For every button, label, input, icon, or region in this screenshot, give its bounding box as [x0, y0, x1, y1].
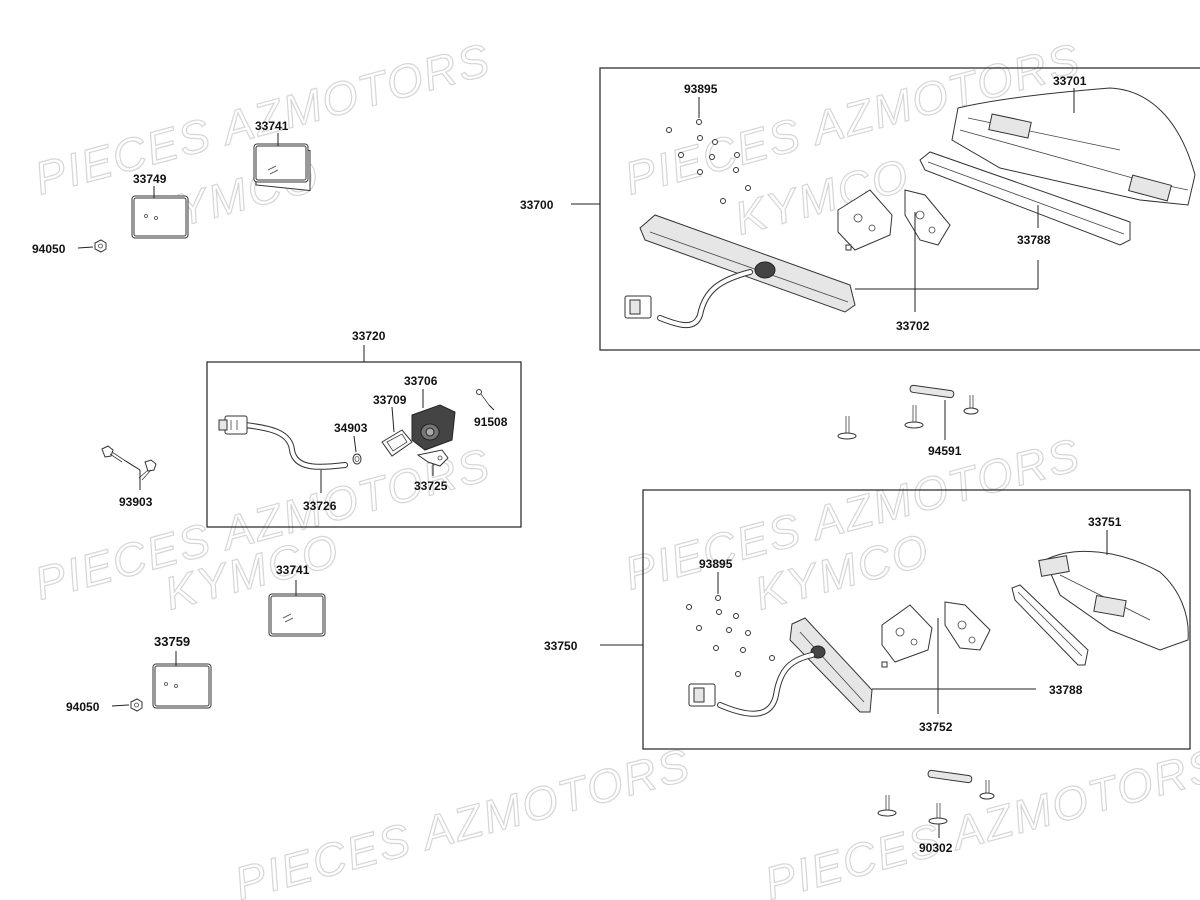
part-33749[interactable]: [131, 186, 189, 239]
label-91508: 91508: [474, 415, 508, 429]
part-34903[interactable]: [352, 435, 362, 465]
part-33741-top[interactable]: [253, 133, 311, 192]
assembly-box-33700: [599, 67, 1200, 351]
part-33750-base-bracket[interactable]: [688, 617, 873, 717]
label-33701: 33701: [1053, 74, 1087, 88]
label-33706: 33706: [404, 374, 438, 388]
label-33700: 33700: [520, 198, 554, 212]
part-33702-circuit-boards[interactable]: [837, 189, 951, 251]
part-33788-gasket-bottom[interactable]: [1011, 584, 1089, 666]
part-33725-bracket[interactable]: [416, 449, 449, 476]
label-33725: 33725: [414, 479, 448, 493]
label-34903: 34903: [334, 421, 368, 435]
label-33749: 33749: [133, 172, 167, 186]
assembly-box-33750: [642, 489, 1191, 750]
label-33751: 33751: [1088, 515, 1122, 529]
label-93895-bottom: 93895: [699, 557, 733, 571]
label-33726: 33726: [303, 499, 337, 513]
label-33709: 33709: [373, 393, 407, 407]
label-33788-bottom: 33788: [1049, 683, 1083, 697]
leader-33752: [872, 618, 1036, 714]
label-33750: 33750: [544, 639, 578, 653]
label-90302: 90302: [919, 841, 953, 855]
label-33759: 33759: [154, 634, 190, 649]
part-33700-base-bracket[interactable]: [624, 214, 856, 329]
label-33702: 33702: [896, 319, 930, 333]
label-33741-bottom: 33741: [276, 563, 310, 577]
label-93903: 93903: [119, 495, 153, 509]
label-94050-top: 94050: [32, 242, 66, 256]
part-33751-tail-lamp-lens[interactable]: [1038, 530, 1189, 651]
assembly-box-33720: [206, 361, 522, 528]
part-93903-screws[interactable]: [101, 445, 157, 490]
part-93895-screws-top[interactable]: [666, 119, 751, 204]
part-90302-hardware[interactable]: [877, 769, 995, 838]
label-33741-top: 33741: [255, 119, 289, 133]
label-33788-top: 33788: [1017, 233, 1051, 247]
part-33788-gasket-top[interactable]: [919, 151, 1131, 246]
part-33709[interactable]: [381, 406, 413, 457]
label-94050-bottom: 94050: [66, 700, 100, 714]
part-94591-hardware[interactable]: [837, 384, 979, 440]
part-33726-wire-harness[interactable]: [218, 415, 348, 493]
part-33706-lamp-housing[interactable]: [411, 389, 456, 451]
watermark-text: PIECES AZMOTORS: [229, 738, 696, 900]
part-91508-screw[interactable]: [476, 389, 495, 411]
label-33720: 33720: [352, 329, 386, 343]
part-33752-circuit-boards[interactable]: [881, 601, 991, 668]
label-94591: 94591: [928, 444, 962, 458]
label-33752: 33752: [919, 720, 953, 734]
part-93895-screws-bottom[interactable]: [686, 595, 775, 677]
watermark-text: PIECES AZMOTORS: [759, 738, 1200, 900]
part-33701-tail-lamp-lens[interactable]: [951, 87, 1196, 206]
part-94050-top[interactable]: [77, 239, 107, 253]
part-94050-bottom[interactable]: [111, 698, 143, 712]
part-33759[interactable]: [152, 651, 212, 709]
part-33741-bottom[interactable]: [268, 580, 326, 637]
label-93895-top: 93895: [684, 82, 718, 96]
leader-33702: [855, 212, 1039, 312]
